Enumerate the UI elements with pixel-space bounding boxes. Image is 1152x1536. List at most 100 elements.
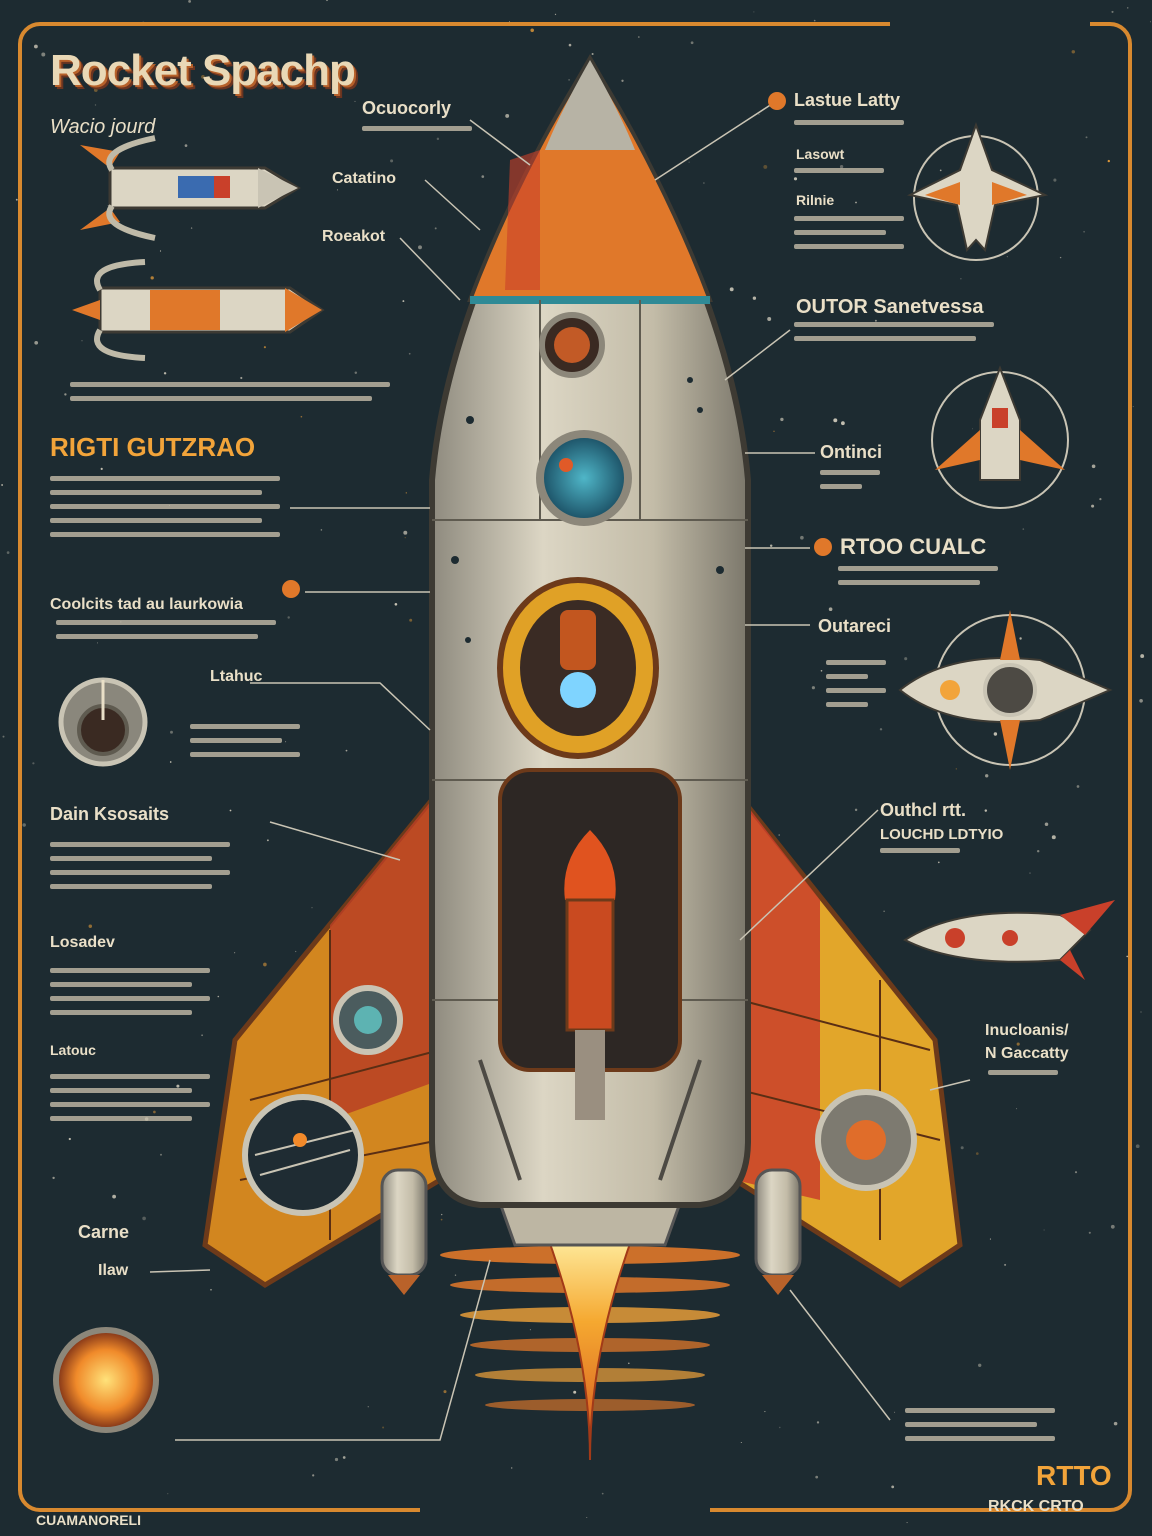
star xyxy=(894,1411,896,1413)
star xyxy=(855,201,857,204)
star xyxy=(960,1146,964,1150)
label-left-dial: Ltahuc xyxy=(210,668,263,685)
star xyxy=(68,1137,71,1141)
small-print-line xyxy=(794,216,904,221)
star xyxy=(568,43,572,47)
star xyxy=(325,0,329,2)
exhaust-flame xyxy=(440,1173,740,1461)
label-top-center: Ocuocorly xyxy=(362,98,452,118)
star xyxy=(1004,1263,1007,1266)
star xyxy=(408,352,411,355)
star xyxy=(15,198,18,201)
star xyxy=(1091,504,1095,508)
star xyxy=(752,296,757,300)
star xyxy=(441,1213,443,1216)
small-print-line xyxy=(50,1102,210,1107)
star xyxy=(354,371,358,375)
star xyxy=(833,418,838,423)
star xyxy=(816,1421,820,1424)
star xyxy=(989,1238,991,1240)
star xyxy=(208,78,213,82)
star xyxy=(295,950,297,953)
star xyxy=(1029,872,1031,874)
star xyxy=(481,175,485,178)
star xyxy=(1059,256,1062,259)
small-print-line xyxy=(50,1010,192,1015)
star xyxy=(440,1218,443,1221)
star xyxy=(1083,230,1085,233)
star xyxy=(628,1362,630,1365)
star xyxy=(454,1274,457,1276)
star xyxy=(112,1194,116,1199)
star xyxy=(505,113,510,118)
star xyxy=(32,762,35,765)
label-left-d: Losadev xyxy=(50,934,115,951)
star xyxy=(300,415,303,418)
star xyxy=(891,1485,895,1489)
star xyxy=(854,808,858,812)
star xyxy=(240,376,243,380)
label-left-bottom-a: Carne xyxy=(78,1222,130,1242)
star xyxy=(1135,1144,1140,1149)
left-wing xyxy=(202,783,443,1288)
side-view-rocket-1 xyxy=(80,135,301,241)
star xyxy=(234,952,236,954)
small-print-line xyxy=(820,470,880,475)
star xyxy=(418,245,422,250)
small-print-line xyxy=(838,580,980,585)
star xyxy=(767,317,772,321)
label-left-e: Latouc xyxy=(50,1042,96,1058)
small-print-line xyxy=(820,484,862,489)
star xyxy=(554,13,557,16)
star xyxy=(217,995,220,998)
small-print-line xyxy=(50,996,210,1001)
star xyxy=(773,430,775,432)
marker-dot xyxy=(768,92,786,110)
small-print-line xyxy=(988,1070,1058,1075)
star xyxy=(287,616,290,619)
small-print-line xyxy=(50,870,230,875)
star xyxy=(769,544,773,547)
star xyxy=(403,530,408,535)
star xyxy=(1036,849,1040,853)
star xyxy=(404,537,406,539)
star xyxy=(690,41,694,45)
frame-gap-top-right xyxy=(890,18,1090,28)
label-right-jet: Inucloanis/ xyxy=(985,1022,1069,1039)
star xyxy=(1071,50,1076,54)
star xyxy=(163,372,167,375)
star xyxy=(874,319,877,322)
star xyxy=(394,602,398,606)
star xyxy=(764,1411,766,1413)
star xyxy=(390,159,394,163)
small-print-line xyxy=(826,674,868,679)
small-print-line xyxy=(905,1436,1055,1441)
star xyxy=(169,761,172,763)
star xyxy=(1149,21,1151,23)
star xyxy=(1085,136,1088,139)
right-wing xyxy=(732,782,963,1288)
star xyxy=(336,189,339,191)
small-print-line xyxy=(838,566,998,571)
small-print-line xyxy=(880,848,960,853)
star xyxy=(985,774,989,778)
star xyxy=(160,1153,162,1156)
star xyxy=(159,250,162,252)
small-print-line xyxy=(50,490,262,495)
star xyxy=(1016,1108,1018,1110)
star xyxy=(1025,1031,1028,1034)
small-print-line xyxy=(362,126,472,131)
inset-gear-craft xyxy=(898,610,1113,770)
star xyxy=(1107,159,1110,163)
star xyxy=(52,1176,55,1180)
star xyxy=(1111,10,1114,13)
star xyxy=(1099,498,1102,501)
star xyxy=(1074,1171,1078,1174)
star xyxy=(688,161,690,163)
star xyxy=(1110,1224,1115,1229)
star xyxy=(102,72,105,75)
small-print-line xyxy=(826,660,886,665)
star xyxy=(621,79,624,82)
star xyxy=(345,749,348,752)
star xyxy=(1,484,3,486)
